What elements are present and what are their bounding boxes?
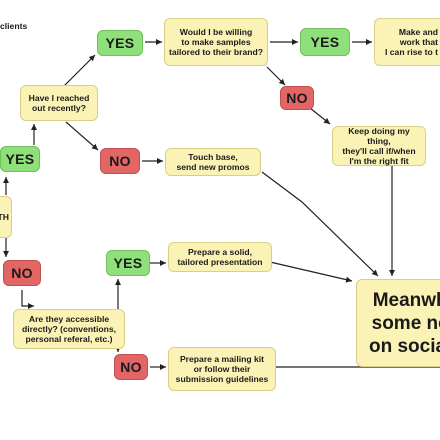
keep-doing-note: Keep doing my thing, they'll call if/whe… [332,126,426,166]
no-willing-badge: NO [280,86,314,110]
arrow-presentation-to-meanwhile [269,261,353,283]
arrow-willing-to-no [266,66,286,86]
th-fragment-box: TH [0,196,12,238]
are-they-accessible-question: Are they accessible directly? (conventio… [13,309,125,349]
arrow-touch-to-meanwhile [261,171,379,277]
arrow-no-to-accessible [21,290,34,309]
prepare-presentation-note: Prepare a solid, tailored presentation [168,242,272,272]
arrow-reached-to-yes [63,54,96,87]
touch-base-note: Touch base, send new promos [165,148,261,176]
arrow-no-to-keep [309,107,331,125]
clients-fragment: clients [0,21,28,31]
make-and-work-note: Make and work that I can rise to t [374,18,440,66]
arrow-reached-to-no [65,121,99,151]
no-accessible-badge: NO [114,354,148,380]
yes-reached-badge: YES [97,30,143,56]
would-i-be-willing-question: Would I be willing to make samples tailo… [164,18,268,66]
prepare-mailing-note: Prepare a mailing kit or follow their su… [168,347,276,391]
th-fragment-label: TH [0,212,9,222]
yes-accessible-badge: YES [106,250,150,276]
yes-willing-badge: YES [300,28,350,56]
yes-left-badge: YES [0,146,40,172]
have-i-reached-out-question: Have I reached out recently? [20,85,98,121]
meanwhile-note: Meanwh some ne on social [356,279,440,367]
no-reached-badge: NO [100,148,140,174]
no-left-badge: NO [3,260,41,286]
